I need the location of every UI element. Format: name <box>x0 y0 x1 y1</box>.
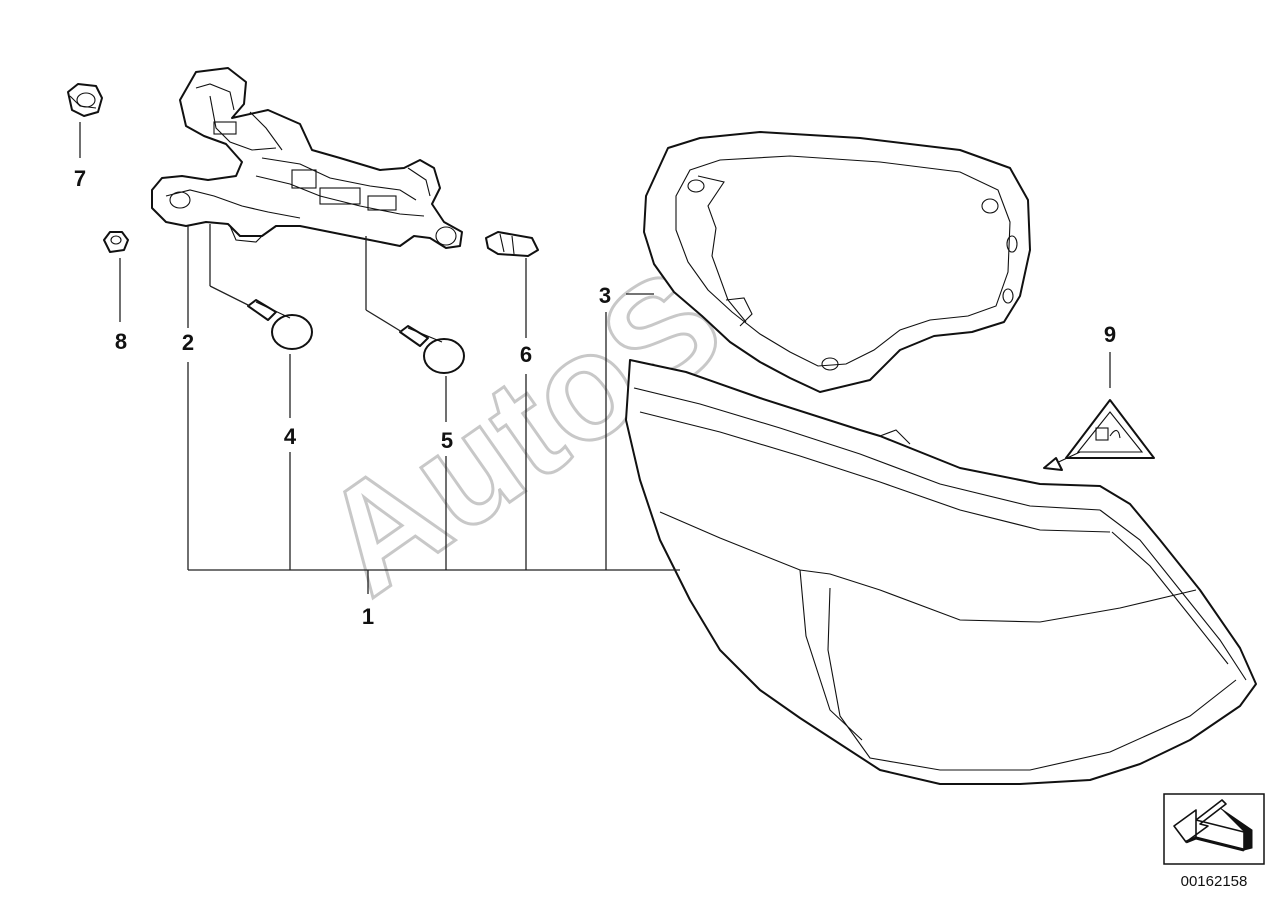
part-rear-light <box>625 359 1257 785</box>
part-warning-label <box>1043 399 1155 471</box>
part-hex-nut <box>103 231 129 253</box>
callout-4: 4 <box>284 424 297 449</box>
part-bulb-6 <box>485 231 539 257</box>
part-grommet <box>67 83 103 117</box>
part-bulb-carrier <box>151 67 463 249</box>
leader-lines <box>79 122 1111 594</box>
callout-3: 3 <box>599 283 611 308</box>
callout-5: 5 <box>441 428 453 453</box>
part-gasket <box>643 131 1031 393</box>
callout-6: 6 <box>520 342 532 367</box>
callout-8: 8 <box>115 329 127 354</box>
callout-7: 7 <box>74 166 86 191</box>
callout-1: 1 <box>362 604 374 629</box>
callout-labels: 1 2 3 4 5 6 7 8 9 <box>74 166 1116 629</box>
callout-9: 9 <box>1104 322 1116 347</box>
orientation-arrow-icon <box>1163 793 1265 865</box>
callout-2: 2 <box>182 330 194 355</box>
part-bulb-4 <box>247 299 313 350</box>
drawing-number: 00162158 <box>1181 873 1248 890</box>
part-bulb-5 <box>399 325 465 374</box>
